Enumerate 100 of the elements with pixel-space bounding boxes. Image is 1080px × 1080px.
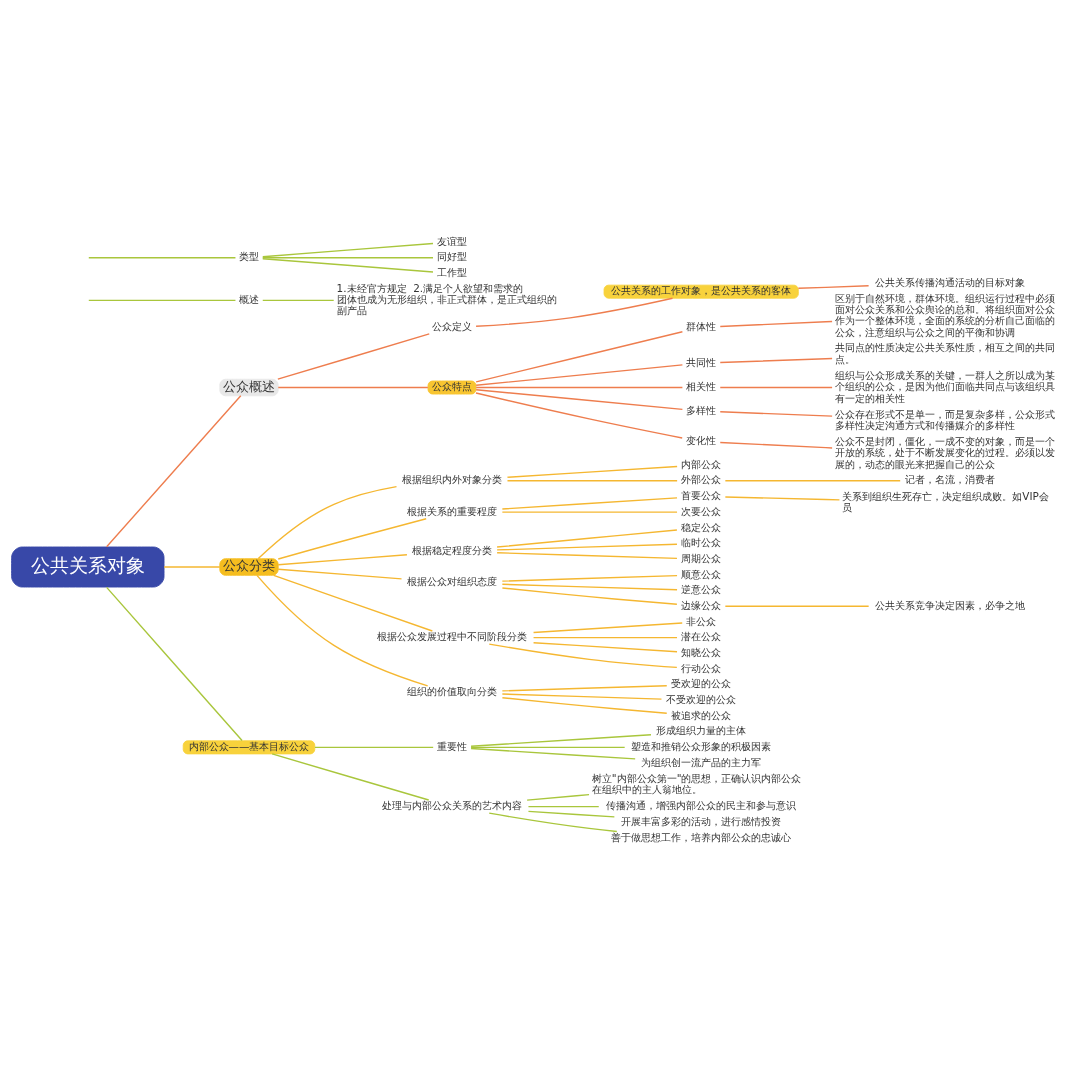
connector	[501, 511, 678, 513]
node-text: 受欢迎的公众	[671, 677, 732, 690]
connector	[488, 643, 678, 669]
connector	[257, 485, 398, 560]
connector	[277, 518, 427, 560]
node-box: 公共关系的工作对象，是公共关系的客体	[603, 284, 799, 299]
connector	[488, 812, 618, 833]
node-box: 公众概述	[219, 378, 279, 397]
connector	[501, 497, 678, 510]
node-text: 共同性	[686, 355, 717, 368]
connector	[527, 810, 616, 818]
connector	[506, 480, 678, 482]
node-text: 处理与内部公众关系的艺术内容	[382, 799, 522, 812]
connector	[163, 566, 221, 568]
connector	[475, 386, 684, 389]
node-text: 被追求的公众	[671, 708, 732, 721]
connector	[314, 746, 434, 749]
connector	[470, 734, 652, 747]
node-text: 非公众	[686, 614, 717, 627]
connector	[277, 554, 408, 566]
node-box: 内部公众——基本目标公众	[182, 740, 316, 755]
node-text: 周期公众	[681, 551, 722, 564]
connector	[501, 574, 678, 582]
connector	[105, 395, 242, 548]
connector	[475, 331, 684, 383]
connector	[262, 257, 434, 259]
connector	[475, 389, 684, 411]
node-text: 知晓公众	[681, 645, 722, 658]
node-text: 群体性	[686, 320, 717, 333]
connector	[719, 386, 833, 389]
node-text: 记者，名流，消费者	[905, 473, 996, 486]
node-text: 首要公众	[681, 489, 722, 502]
connector	[277, 386, 429, 389]
node-text: 逆意公众	[681, 583, 722, 596]
connector	[277, 333, 430, 380]
node-text: 多样性	[686, 403, 717, 416]
connector	[470, 746, 626, 749]
node-text: 区别于自然环境，群体环境。组织运行过程中必须面对公众关系和公众舆论的总和。将组织面对公众作为一个整体环境，全面的系统的分析自己面临的公众，注意组织与公众之间的平衡和协调	[834, 291, 1055, 338]
node-text: 根据公众发展过程中不同阶段分类	[377, 630, 527, 643]
connector	[475, 364, 684, 386]
connector	[501, 697, 668, 714]
node-text: 同好型	[437, 250, 467, 263]
node-text: 关系到组织生死存亡，决定组织成败。如VIP会员	[842, 489, 1049, 513]
connector	[262, 242, 434, 258]
node-text: 1.未经官方规定 2.满足个人欲望和需求的团体也成为无形组织，非正式群体，是正式组织的副产品	[336, 281, 557, 317]
connector	[496, 529, 678, 548]
connector	[724, 496, 841, 501]
node-text: 公共关系传播沟通活动的目标对象	[875, 275, 1026, 288]
node-text: 形成组织力量的主体	[656, 724, 747, 737]
node-text: 根据组织内外对象分类	[402, 473, 502, 486]
node-text: 公众存在形式不是单一，而是复杂多样，公众形式多样性决定沟通方式和传播媒介的多样性	[834, 407, 1055, 431]
connector	[88, 299, 237, 302]
connector	[262, 258, 434, 273]
node-box: 公众特点	[427, 380, 477, 395]
node-text: 变化性	[686, 434, 717, 447]
node-text: 为组织创一流产品的主力军	[641, 755, 762, 768]
node-text: 公共关系竞争决定因素，必争之地	[875, 598, 1026, 611]
node-text: 外部公众	[681, 473, 722, 486]
node-text: 相关性	[686, 380, 717, 393]
connector	[105, 586, 243, 742]
connector	[273, 574, 434, 632]
connector	[501, 583, 678, 591]
node-box: 公众分类	[219, 558, 279, 576]
node-text: 友谊型	[437, 234, 467, 247]
connector	[475, 297, 674, 327]
node-text: 塑造和推销公众形象的积极因素	[631, 740, 772, 753]
connector	[719, 357, 833, 364]
node-text: 公众定义	[432, 320, 472, 333]
connector	[256, 574, 429, 687]
node-text: 稳定公众	[681, 520, 722, 533]
node-text: 传播沟通，增强内部公众的民主和参与意识	[606, 799, 797, 812]
connector	[501, 587, 678, 605]
connector	[262, 299, 335, 302]
connector	[475, 392, 683, 439]
node-text: 树立"内部公众第一"的思想，正确认识内部公众在组织中的主人翁地位。	[591, 771, 802, 796]
connector	[724, 605, 870, 607]
connector	[277, 568, 403, 580]
node-text: 根据公众对组织态度	[407, 575, 497, 588]
node-text: 组织与公众形成关系的关键，一群人之所以成为某个组织的公众，是因为他们面临共同点与该组织具有一定的相关性	[834, 368, 1055, 404]
node-text: 公众不是封闭，僵化，一成不变的对象，而是一个开放的系统，处于不断发展变化的过程。必须以发展的，动态的眼光来把握自己的公众	[834, 435, 1055, 470]
node-text: 边缘公众	[681, 598, 722, 611]
node-text: 善于做思想工作，培养内部公众的忠诚心	[611, 830, 792, 843]
connector	[501, 693, 663, 700]
node-text: 共同点的性质决定公共关系性质，相互之间的共同点。	[834, 341, 1055, 365]
node-text: 根据关系的重要程度	[407, 504, 497, 517]
connector	[526, 793, 590, 801]
node-text: 开展丰富多彩的活动，进行感情投资	[621, 815, 782, 827]
connector	[532, 622, 683, 634]
connector	[496, 543, 678, 551]
node-text: 行动公众	[681, 661, 722, 674]
connector	[527, 805, 600, 808]
node-text: 次要公众	[681, 504, 722, 517]
connector	[88, 257, 237, 259]
connector	[797, 285, 870, 289]
connector	[532, 642, 678, 653]
node-box: 公共关系对象	[11, 546, 165, 588]
connector	[506, 465, 678, 478]
node-text: 工作型	[437, 266, 467, 279]
connector	[470, 747, 636, 760]
node-text: 组织的价值取向分类	[407, 685, 497, 698]
